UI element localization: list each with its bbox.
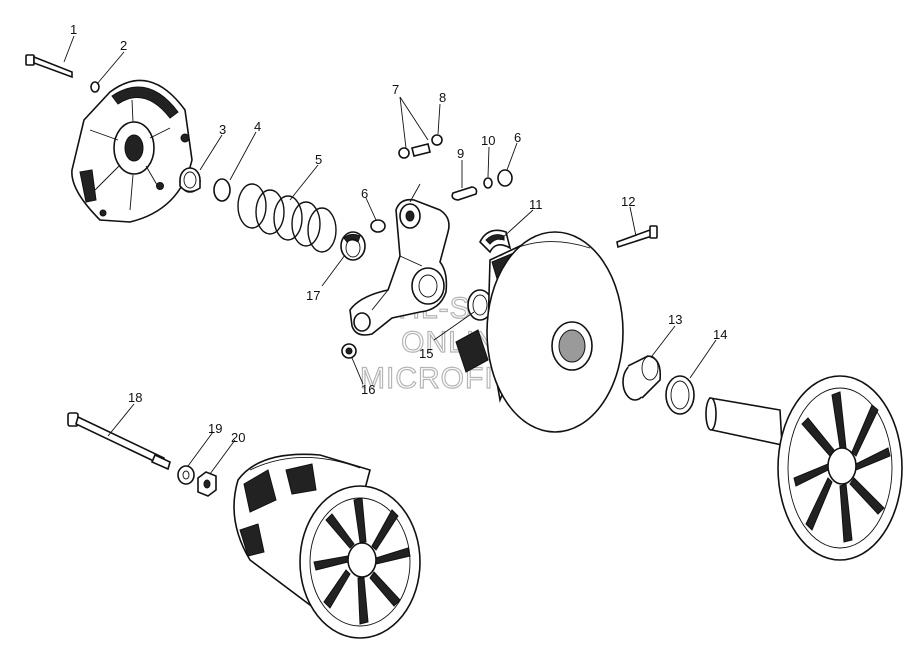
callout-17: 17 — [306, 288, 320, 303]
callout-6-right: 6 — [514, 130, 521, 145]
callout-5: 5 — [315, 152, 322, 167]
part-16-nut — [341, 343, 357, 359]
part-14-ring — [665, 375, 695, 415]
part-cover-plate — [71, 79, 193, 223]
callout-19: 19 — [208, 421, 222, 436]
callout-7: 7 — [392, 82, 399, 97]
part-7-8-pin-washers — [398, 134, 443, 159]
part-19-washer — [177, 465, 195, 485]
part-moveable-sheave — [455, 231, 624, 433]
callout-3: 3 — [219, 122, 226, 137]
callout-labels: 1 2 3 4 5 7 8 9 10 6 11 12 6 17 15 16 13… — [70, 22, 727, 445]
callout-6-left: 6 — [361, 186, 368, 201]
callout-1: 1 — [70, 22, 77, 37]
part-2-washer — [90, 81, 100, 93]
callout-16: 16 — [361, 382, 375, 397]
callout-11: 11 — [529, 197, 543, 212]
part-13-bushing — [622, 355, 662, 401]
part-15-o-ring-inner — [472, 294, 488, 316]
clutch-spokes — [313, 497, 411, 625]
callout-18: 18 — [128, 390, 142, 405]
callout-14: 14 — [713, 327, 727, 342]
part-6-button-left — [370, 219, 386, 233]
part-1-bolt — [25, 54, 73, 79]
callout-13: 13 — [668, 312, 682, 327]
part-clutch-assembly — [233, 453, 421, 639]
leader-lines — [63, 35, 717, 475]
part-cam-arm — [349, 198, 450, 336]
part-6-button-right — [497, 169, 513, 187]
part-17-bushing — [340, 231, 366, 261]
part-18-bolt — [67, 412, 171, 471]
callout-2: 2 — [120, 38, 127, 53]
part-14-ring-inner — [670, 380, 690, 410]
callout-10: 10 — [481, 133, 495, 148]
part-11-button — [479, 229, 512, 254]
part-3-bushing — [179, 167, 201, 193]
callout-20: 20 — [231, 430, 245, 445]
callout-8: 8 — [439, 90, 446, 105]
part-10-washer — [483, 177, 493, 189]
part-20-nut — [197, 471, 217, 497]
callout-12: 12 — [621, 194, 635, 209]
part-5-spring — [237, 183, 337, 253]
callout-9: 9 — [457, 146, 464, 161]
part-fixed-sheave — [705, 375, 903, 561]
callout-15: 15 — [419, 346, 433, 361]
part-4-snap-ring — [213, 178, 231, 202]
callout-4: 4 — [254, 119, 261, 134]
part-12-bolt — [616, 225, 658, 249]
fixed-sheave-spokes — [793, 391, 891, 543]
part-9-pin — [451, 186, 478, 201]
